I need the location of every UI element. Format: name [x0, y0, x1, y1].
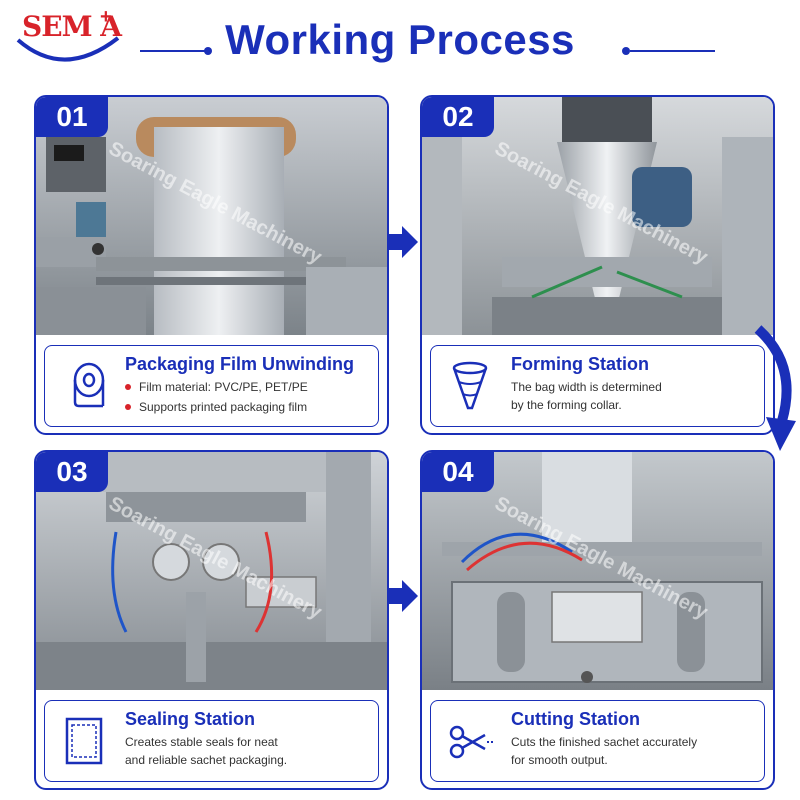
step-info-panel: Packaging Film Unwinding Film material: … — [44, 345, 379, 427]
arrow-curve-down-icon — [754, 325, 796, 451]
bullet-dot-icon — [125, 403, 131, 410]
step-bullet-1: Film material: PVC/PE, PET/PE — [125, 380, 308, 394]
step-desc-line-2: for smooth output. — [511, 753, 608, 767]
step-desc-line-2: and reliable sachet packaging. — [125, 753, 288, 767]
title-dot-left — [204, 47, 212, 55]
step-info-panel: Sealing Station Creates stable seals for… — [44, 700, 379, 782]
step-info-panel: Cutting Station Cuts the finished sachet… — [430, 700, 765, 782]
arrow-right-icon — [388, 580, 418, 612]
step-number: 02 — [422, 97, 494, 137]
step-card-3: Soaring Eagle Machinery 03 Sealing Stati… — [34, 450, 389, 790]
step-number: 03 — [36, 452, 108, 492]
bullet-dot-icon — [125, 383, 131, 390]
title-dot-right — [622, 47, 630, 55]
logo-plus: + — [100, 6, 112, 28]
logo-text: SEM A — [22, 10, 122, 43]
step-info-panel: Forming Station The bag width is determi… — [430, 345, 765, 427]
brand-logo: SEM A + — [14, 6, 124, 72]
step-number: 01 — [36, 97, 108, 137]
title-rule-left — [140, 50, 205, 52]
step-title: Sealing Station — [125, 709, 256, 729]
film-roll-icon — [73, 362, 105, 408]
step-title: Packaging Film Unwinding — [125, 354, 355, 374]
step-desc-line-1: Cuts the finished sachet accurately — [511, 735, 698, 749]
sachet-icon — [65, 717, 103, 765]
step-bullet-2: Supports printed packaging film — [125, 400, 307, 414]
scissors-icon — [449, 725, 493, 759]
step-bullet-text: Supports printed packaging film — [139, 400, 308, 414]
step-photo-3: Soaring Eagle Machinery — [36, 452, 387, 690]
step-title: Cutting Station — [511, 709, 640, 729]
step-desc-line-2: by the forming collar. — [511, 398, 622, 412]
step-photo-4: Soaring Eagle Machinery — [422, 452, 773, 690]
step-card-4: Soaring Eagle Machinery 04 Cutting Stati… — [420, 450, 775, 790]
logo-swoosh-icon — [16, 36, 120, 62]
step-card-2: Soaring Eagle Machinery 02 Forming Stati… — [420, 95, 775, 435]
page-title: Working Process — [225, 16, 575, 63]
arrow-right-icon — [388, 226, 418, 258]
title-rule-right — [630, 50, 715, 52]
step-number: 04 — [422, 452, 494, 492]
forming-collar-icon — [452, 361, 488, 410]
step-bullet-text: Film material: PVC/PE, PET/PE — [139, 380, 308, 394]
step-card-1: Soaring Eagle Machinery 01 Packaging Fil… — [34, 95, 389, 435]
step-title: Forming Station — [511, 354, 649, 374]
step-desc-line-1: Creates stable seals for neat — [125, 735, 278, 749]
step-desc-line-1: The bag width is determined — [511, 380, 662, 394]
